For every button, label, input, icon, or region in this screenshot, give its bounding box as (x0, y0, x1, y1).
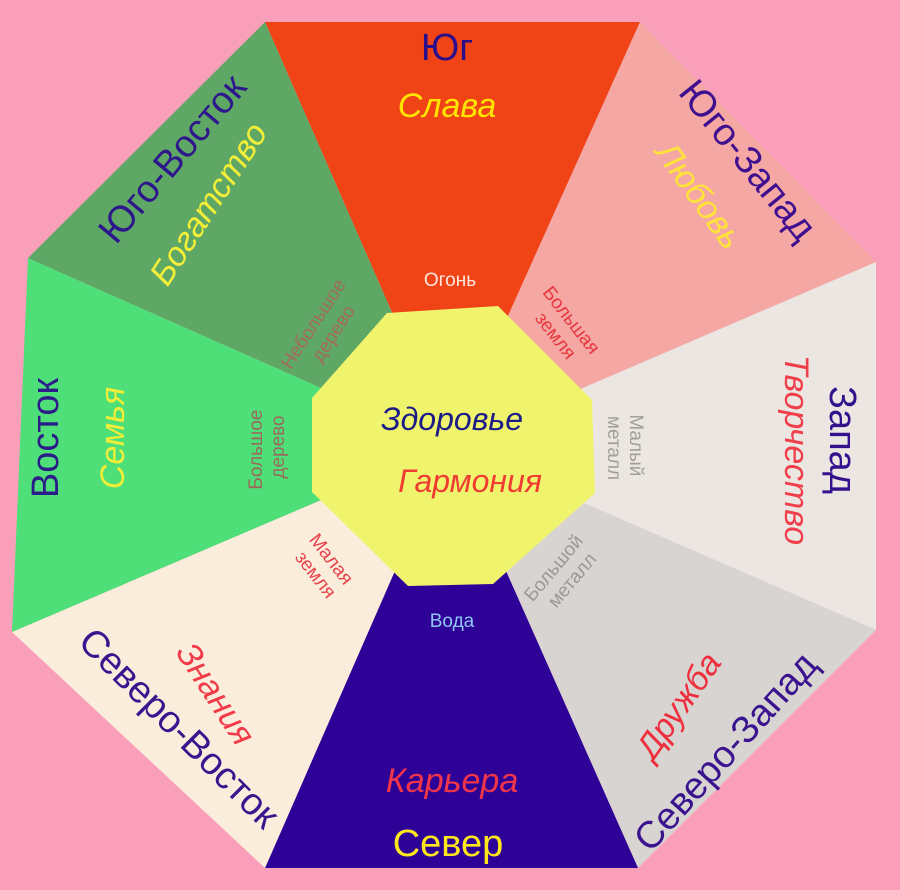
sector-south (265, 22, 640, 445)
north-element-label: Вода (430, 611, 475, 632)
sector-east (12, 258, 450, 632)
center-octagon (312, 306, 595, 586)
west-element-line2: металл (603, 416, 624, 480)
west-element-line1: Малый (625, 414, 646, 476)
south-element-label: Огонь (424, 270, 476, 291)
center-health-label: Здоровье (381, 401, 523, 437)
east-aspect-label: Семья (94, 387, 132, 489)
north-aspect-label: Карьера (386, 762, 518, 800)
west-direction-label: Запад (821, 386, 863, 494)
north-direction-label: Север (393, 823, 504, 865)
south-aspect-label: Слава (398, 87, 497, 125)
sector-northwest (450, 445, 876, 868)
east-direction-label: Восток (25, 378, 67, 499)
east-element-label: Большое дерево (246, 404, 289, 489)
east-element-line2: дерево (268, 415, 289, 478)
sector-southeast (28, 22, 450, 445)
sector-southwest (450, 22, 876, 445)
south-direction-label: Юг (421, 27, 473, 69)
west-aspect-label: Творчество (777, 355, 815, 545)
sector-northeast (12, 445, 450, 868)
east-element-line1: Большое (246, 410, 267, 490)
sector-north (265, 445, 638, 868)
center-harmony-label: Гармония (398, 463, 542, 499)
west-element-label: Малый металл (603, 414, 646, 481)
sector-west (450, 262, 876, 630)
